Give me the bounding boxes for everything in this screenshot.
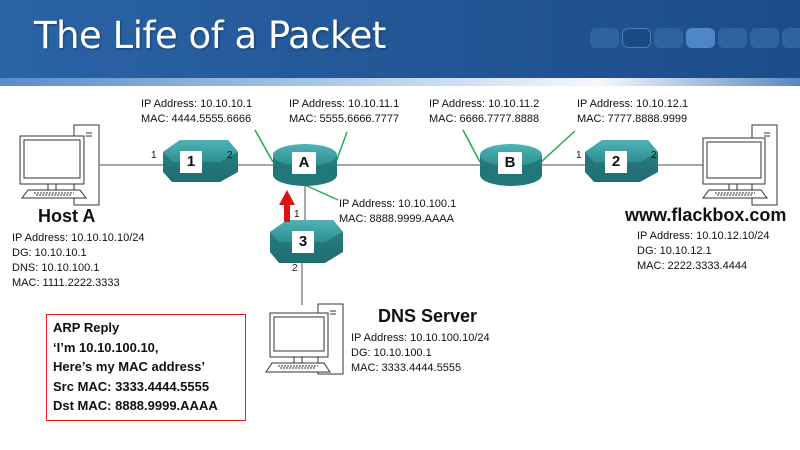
interface-ip: IP Address: 10.10.11.2 [429, 98, 540, 110]
dns-ip: IP Address: 10.10.100.10/24 [351, 332, 490, 344]
switch-2-port-2: 2 [651, 150, 657, 161]
interface-ip: IP Address: 10.10.100.1 [339, 198, 457, 210]
banner-accent-strip [0, 78, 800, 86]
annotation-line-a-right [335, 131, 348, 163]
switch-1-label: 1 [180, 151, 202, 173]
annotation-line-b-left [462, 129, 481, 163]
switch-3-port-2: 2 [292, 263, 298, 274]
host-a-name: Host A [38, 206, 96, 226]
web-server-details: IP Address: 10.10.12.10/24 DG: 10.10.12.… [637, 229, 770, 274]
web-server-computer-icon [702, 124, 778, 206]
dns-server-details: IP Address: 10.10.100.10/24 DG: 10.10.10… [351, 331, 490, 376]
host-a-mac: MAC: 1111.2222.3333 [12, 277, 120, 289]
arp-dst-mac: Dst MAC: 8888.9999.AAAA [53, 398, 218, 413]
slide-title: The Life of a Packet [34, 14, 386, 57]
slide-nav-dot[interactable] [590, 28, 619, 48]
annotation-line-a-left [254, 129, 274, 163]
slide-nav-dot[interactable] [654, 28, 683, 48]
host-a-ip: IP Address: 10.10.10.10/24 [12, 232, 145, 244]
interface-a-bottom-label: IP Address: 10.10.100.1 MAC: 8888.9999.A… [339, 197, 456, 227]
annotation-line-a-bottom [304, 184, 339, 201]
router-b-label: B [498, 152, 522, 174]
interface-ip: IP Address: 10.10.10.1 [141, 98, 253, 110]
switch-2-port-1: 1 [576, 150, 582, 161]
arp-message-line-2: Here’s my MAC address’ [53, 359, 205, 374]
packet-direction-arrow-icon [279, 190, 295, 222]
arp-src-mac: Src MAC: 3333.4444.5555 [53, 378, 210, 394]
slide-nav-dot[interactable] [750, 28, 779, 48]
host-a-computer-icon [19, 124, 100, 206]
switch-2-label: 2 [605, 151, 627, 173]
interface-a-right-label: IP Address: 10.10.11.1 MAC: 5555.6666.77… [289, 97, 399, 127]
interface-b-left-label: IP Address: 10.10.11.2 MAC: 6666.7777.88… [429, 97, 539, 127]
host-a-dns: DNS: 10.10.100.1 [12, 262, 100, 274]
interface-mac: MAC: 4444.5555.6666 [141, 113, 252, 125]
web-dg: DG: 10.10.12.1 [637, 245, 712, 257]
switch-3-label: 3 [292, 231, 314, 253]
interface-ip: IP Address: 10.10.12.1 [577, 98, 689, 110]
interface-mac: MAC: 5555.6666.7777 [289, 113, 400, 125]
interface-mac: MAC: 8888.9999.AAAA [339, 213, 454, 225]
dns-mac: MAC: 3333.4444.5555 [351, 362, 462, 374]
arp-message-line-1: ‘I’m 10.10.100.10, [53, 339, 159, 355]
arp-reply-box: ARP Reply ‘I’m 10.10.100.10, Here’s my M… [46, 314, 246, 421]
web-server-name: www.flackbox.com [625, 205, 787, 225]
slide-nav-dot[interactable] [782, 28, 800, 48]
switch-3-port-1: 1 [294, 209, 300, 220]
interface-mac: MAC: 6666.7777.8888 [429, 113, 540, 125]
interface-ip: IP Address: 10.10.11.1 [289, 98, 400, 110]
slide-nav-dot[interactable] [622, 28, 651, 48]
router-a-label: A [292, 152, 316, 174]
slide-nav-dot[interactable] [718, 28, 747, 48]
dns-server-name: DNS Server [378, 306, 478, 326]
host-a-dg: DG: 10.10.10.1 [12, 247, 87, 259]
web-ip: IP Address: 10.10.12.10/24 [637, 230, 770, 242]
interface-mac: MAC: 7777.8888.9999 [577, 113, 688, 125]
host-a-details: IP Address: 10.10.10.10/24 DG: 10.10.10.… [12, 231, 145, 291]
slide-nav-dot[interactable] [686, 28, 715, 48]
annotation-line-b-right [540, 130, 576, 163]
interface-b-right-label: IP Address: 10.10.12.1 MAC: 7777.8888.99… [577, 97, 688, 127]
dns-dg: DG: 10.10.100.1 [351, 347, 432, 359]
arp-title: ARP Reply [53, 320, 120, 335]
switch-1-port-1: 1 [151, 150, 157, 161]
dns-server-computer-icon [265, 303, 344, 375]
interface-a-left-label: IP Address: 10.10.10.1 MAC: 4444.5555.66… [141, 97, 252, 127]
switch-1-port-2: 2 [227, 150, 233, 161]
web-mac: MAC: 2222.3333.4444 [637, 260, 748, 272]
slide-nav-dots [590, 28, 800, 48]
